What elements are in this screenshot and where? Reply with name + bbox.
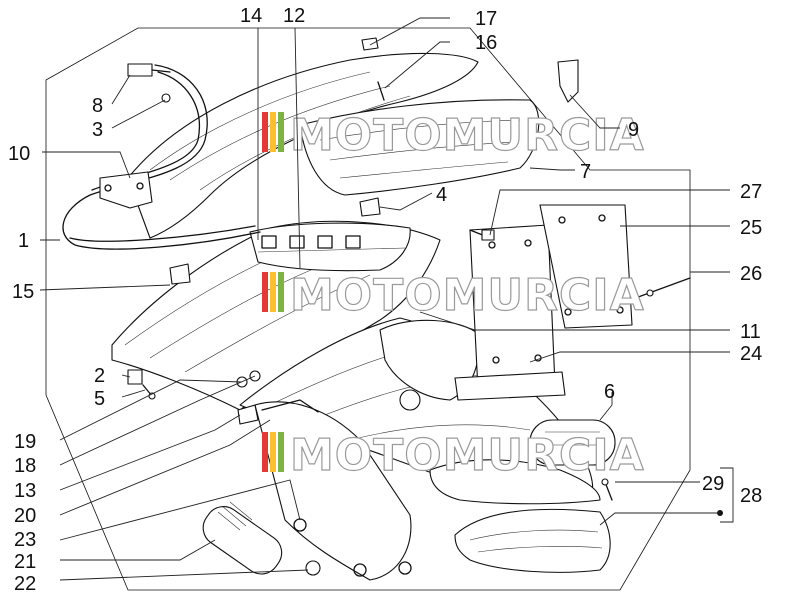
badge-plate [202,501,283,575]
callout-21: 21 [14,551,36,573]
callout-28: 28 [740,485,762,507]
rear-body-shell [111,52,611,573]
callout-14: 14 [240,5,262,27]
watermark-text: MOTOMURCIA [290,110,645,161]
lower-bracket [254,399,412,581]
callout-10: 10 [8,143,30,165]
callout-17: 17 [475,8,497,30]
bracket-28-brace [720,467,734,523]
screw-16-17 [361,37,385,101]
watermark-text: MOTOMURCIA [290,270,645,321]
watermark-bottom: MOTOMURCIA [262,429,645,482]
callout-12: 12 [283,5,305,27]
callout-labels: 14 12 17 16 8 3 9 10 7 27 4 25 1 26 15 1… [8,5,762,595]
callout-24: 24 [740,343,762,365]
clip-15 [169,263,191,285]
callout-27: 27 [740,181,762,203]
callout-6: 6 [604,381,615,403]
callout-4: 4 [436,184,447,206]
clip-13 [237,404,259,425]
callout-29: 29 [702,473,724,495]
callout-9: 9 [628,119,639,141]
callout-5: 5 [94,388,105,410]
bracket-10 [99,171,153,209]
callout-1: 1 [18,230,29,252]
bracket-9 [557,59,579,103]
bolt-27 [469,229,495,241]
callout-26: 26 [740,263,762,285]
callout-22: 22 [14,573,36,595]
watermark-text: MOTOMURCIA [290,430,645,481]
callout-18: 18 [14,455,36,477]
callout-19: 19 [14,431,36,453]
callout-8: 8 [92,95,103,117]
assembly-boundary [45,27,691,591]
callout-15: 15 [12,281,34,303]
callout-25: 25 [740,217,762,239]
tail-light-assembly [249,222,411,272]
callout-7: 7 [580,161,591,183]
watermark-middle: MOTOMURCIA [262,269,645,322]
clip-4 [359,197,381,217]
watermark-top: MOTOMURCIA [262,109,645,162]
rear-reflector [529,419,616,466]
nut-2 [127,369,143,385]
leader-lines [39,17,730,581]
screw-5 [142,384,156,400]
callout-3: 3 [92,119,103,141]
callout-11: 11 [740,321,761,343]
licence-plate [539,204,633,329]
callout-20: 20 [14,505,36,527]
callout-2: 2 [94,365,105,387]
callout-13: 13 [14,480,36,502]
screw-29 [601,478,613,501]
washer-22 [305,560,321,576]
plate-holder-bracket [454,224,566,401]
callout-16: 16 [475,32,497,54]
rod-26 [629,277,691,301]
callout-23: 23 [14,529,36,551]
